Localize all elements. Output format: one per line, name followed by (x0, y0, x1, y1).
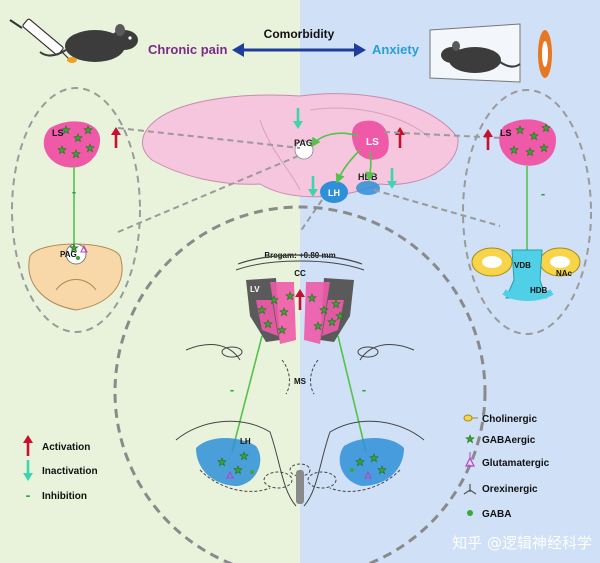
cc-label: CC (294, 269, 306, 278)
right-inhibition-sign: - (541, 186, 545, 201)
brain-ls-region (351, 120, 389, 160)
comorbidity-label: Comorbidity (264, 27, 335, 41)
left-pag-label: PAG (60, 250, 77, 259)
mouse-anxiety-icon (429, 23, 552, 83)
hypothalamus-outline (175, 420, 425, 507)
mouse-pain-icon (39, 24, 138, 63)
brain-pag-dot (294, 140, 314, 160)
legend-glutamatergic-icon (465, 452, 475, 467)
legend-inactivation-label: Inactivation (42, 466, 98, 477)
brain-pag-label: PAG (294, 138, 313, 148)
lh-label: LH (240, 437, 251, 446)
right-lh-region (339, 438, 404, 486)
legend-gaba-icon (467, 510, 473, 516)
legend-gaba-label: GABA (482, 509, 511, 520)
brain-hdb-label: HDB (358, 172, 378, 182)
right-vdb-label: VDB (514, 261, 531, 270)
lv-label: LV (250, 285, 260, 294)
right-ls-label: LS (500, 128, 512, 138)
brain-lh-region (320, 181, 348, 203)
right-panel-outline (462, 89, 592, 335)
left-lh-region (196, 438, 261, 486)
right-nac-label: NAc (556, 269, 573, 278)
legend-inhibition-label: Inhibition (42, 491, 87, 502)
center-right-projection (337, 335, 367, 453)
legend-activation-label: Activation (42, 442, 90, 453)
legend-gabaergic-label: GABAergic (482, 435, 536, 446)
anxiety-label: Anxiety (372, 42, 420, 57)
center-left-inhibition-sign: - (230, 382, 234, 397)
ms-label: MS (294, 377, 307, 386)
chronic-pain-label: Chronic pain (148, 42, 228, 57)
comorbidity-double-arrow (232, 43, 366, 57)
brain-hdb-region (356, 181, 380, 195)
center-right-inhibition-sign: - (362, 382, 366, 397)
dashed-connectors (117, 127, 503, 233)
left-midbrain-section (28, 243, 123, 311)
brain-lh-label: LH (328, 188, 340, 198)
legend-orexinergic-icon (463, 484, 477, 495)
right-hdb-label: HDB (530, 286, 548, 295)
right-basal-forebrain (471, 247, 581, 301)
center-left-projection (231, 335, 263, 453)
center-section-outline (113, 205, 487, 563)
third-ventricle (296, 470, 304, 504)
left-ls-label: LS (52, 128, 64, 138)
legend-glutamatergic-label: Glutamatergic (482, 458, 550, 469)
right-ls-region (499, 119, 556, 166)
brain-projections (311, 132, 375, 184)
corpus-callosum-arc (237, 254, 363, 265)
center-lh-neurons (217, 451, 387, 479)
left-inhibition-sign: - (72, 184, 76, 199)
brain-ls-label: LS (366, 137, 379, 148)
left-pag-neurons (69, 243, 88, 260)
left-panel-outline (11, 87, 141, 333)
legend-orexinergic-label: Orexinergic (482, 484, 538, 495)
legend-cholinergic-icon (463, 414, 473, 422)
watermark: 知乎 @逻辑神经科学 (452, 534, 592, 552)
left-pag-region (65, 243, 87, 265)
legend-inhibition-sign: - (26, 487, 31, 503)
legend-cholinergic-label: Cholinergic (482, 414, 537, 425)
